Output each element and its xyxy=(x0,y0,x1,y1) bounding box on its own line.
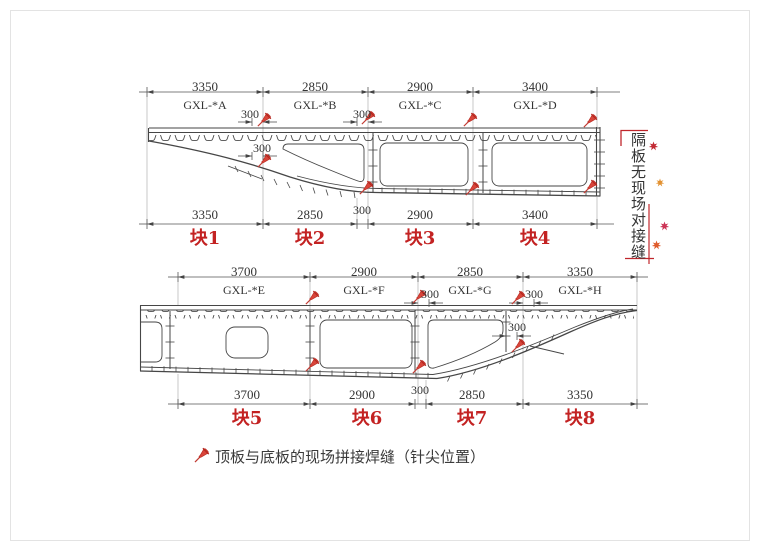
side-note-marks xyxy=(620,129,670,264)
dim-label: 3350 xyxy=(567,387,593,402)
weld-pin-icon xyxy=(257,112,272,127)
offset-dim-label: 300 xyxy=(411,383,429,397)
dim-label: 3700 xyxy=(234,387,260,402)
panel-label: GXL-*A xyxy=(183,98,227,112)
legend-text: 顶板与底板的现场拼接焊缝（针尖位置） xyxy=(215,450,486,466)
taper-detail-line xyxy=(227,165,263,180)
upper-girder-body xyxy=(147,127,605,199)
weld-pin-icon xyxy=(305,290,320,305)
block-label: 块6 xyxy=(351,408,383,429)
upper-bottom-dimension-line xyxy=(139,219,614,229)
lower-girder-body xyxy=(139,304,638,382)
maple-leaf-icon xyxy=(651,240,662,250)
offset-dim-label: 300 xyxy=(241,107,259,121)
lower-web-openings xyxy=(140,319,504,369)
panel-label: GXL-*H xyxy=(558,283,602,297)
offset-dim-label: 300 xyxy=(253,141,271,155)
upper-bottom-ticks xyxy=(381,187,587,196)
dim-label: 3350 xyxy=(192,207,218,222)
offset-dim-label: 300 xyxy=(353,203,371,217)
block-label: 块1 xyxy=(189,228,221,249)
lower-curve-ticks xyxy=(447,334,555,382)
lower-top-dimension-line xyxy=(168,272,648,282)
weld-pin-icon xyxy=(194,447,210,463)
dim-label: 3700 xyxy=(231,264,257,279)
lower-offset-dims xyxy=(404,299,548,340)
upper-diaphragms xyxy=(368,133,488,193)
block-label: 块5 xyxy=(231,408,263,429)
upper-curve-ticks xyxy=(234,165,356,199)
upper-web-openings xyxy=(282,142,588,187)
panel-label: GXL-*B xyxy=(293,98,337,112)
dim-label: 3400 xyxy=(522,79,548,94)
side-note-text: 隔板无现场对接缝 xyxy=(629,132,645,260)
taper-detail-line xyxy=(529,345,565,355)
offset-dim-label: 300 xyxy=(508,320,526,334)
note-bracket-top xyxy=(620,129,648,146)
maple-leaf-icon xyxy=(648,141,659,151)
dim-label: 3350 xyxy=(567,264,593,279)
panel-label: GXL-*F xyxy=(343,283,385,297)
weld-pin-icon xyxy=(583,113,598,128)
dim-label: 2850 xyxy=(459,387,485,402)
dim-label: 3350 xyxy=(192,79,218,94)
block-label: 块8 xyxy=(564,408,596,429)
dim-label: 2900 xyxy=(407,207,433,222)
weld-pin-icon xyxy=(465,181,480,196)
offset-dim-label: 300 xyxy=(421,287,439,301)
offset-dim-label: 300 xyxy=(353,107,371,121)
weld-pin-icon xyxy=(305,357,320,372)
u-rib-stiffeners xyxy=(142,310,634,319)
lower-bottom-dimension-line xyxy=(168,399,648,409)
dim-label: 2850 xyxy=(457,264,483,279)
block-label: 块4 xyxy=(519,228,551,249)
dim-label: 3400 xyxy=(522,207,548,222)
upper-girder-view xyxy=(139,87,620,229)
panel-label: GXL-*C xyxy=(398,98,442,112)
block-label: 块2 xyxy=(294,228,326,249)
lower-diaphragms xyxy=(165,311,511,373)
maple-leaf-icon xyxy=(655,178,665,187)
dim-label: 2900 xyxy=(351,264,377,279)
panel-label: GXL-*E xyxy=(223,283,265,297)
dim-label: 2900 xyxy=(349,387,375,402)
lower-bottom-ticks xyxy=(151,366,429,379)
block-label: 块3 xyxy=(404,228,436,249)
lower-girder-view xyxy=(139,272,648,409)
panel-label: GXL-*G xyxy=(448,283,492,297)
block-label: 块7 xyxy=(456,408,488,429)
dim-label: 2850 xyxy=(302,79,328,94)
maple-leaf-icon xyxy=(659,221,670,231)
page-border xyxy=(10,10,750,541)
dim-label: 2900 xyxy=(407,79,433,94)
upper-top-dimension-line xyxy=(139,87,620,97)
dim-label: 2850 xyxy=(297,207,323,222)
offset-dim-label: 300 xyxy=(525,287,543,301)
weld-pin-icon xyxy=(463,112,478,127)
panel-label: GXL-*D xyxy=(513,98,557,112)
upper-offset-dims xyxy=(238,118,382,160)
